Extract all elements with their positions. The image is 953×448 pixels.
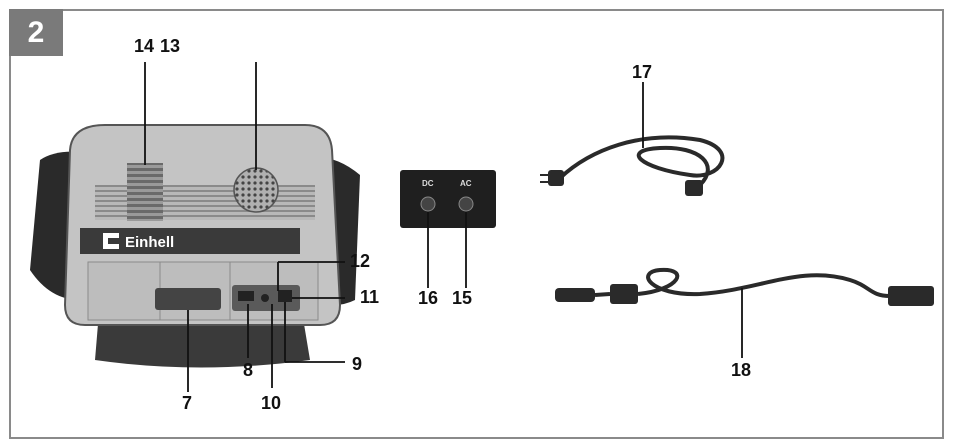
- ac-power-cable: [540, 135, 725, 196]
- mains-plug: [548, 170, 564, 186]
- figure-number-badge: 2: [9, 9, 63, 56]
- handle-recess: [155, 288, 221, 310]
- socket-panel: DC AC: [400, 170, 496, 228]
- dc-socket: [420, 196, 436, 212]
- leader-lines: [144, 62, 743, 392]
- callout-9: 9: [352, 354, 363, 374]
- socket-ac-label: AC: [460, 179, 472, 188]
- cigarette-lighter-plug: [555, 288, 595, 302]
- callout-12: 12: [350, 251, 371, 271]
- callout-8: 8: [243, 360, 254, 380]
- callout-13: 13: [160, 36, 181, 56]
- callout-10: 10: [261, 393, 282, 413]
- power-socket: [238, 291, 254, 301]
- dc-car-cable: [555, 267, 934, 306]
- cooler-body: Einhell: [63, 124, 342, 326]
- ac-socket: [458, 196, 474, 212]
- temperature-switch: [278, 290, 292, 302]
- ventilation-grille: [127, 163, 163, 221]
- mode-switch: [261, 294, 269, 302]
- ac-connector: [685, 180, 703, 196]
- socket-dc-label: DC: [422, 179, 434, 188]
- callout-7: 7: [182, 393, 193, 413]
- fan-grille: [233, 167, 279, 213]
- callout-17: 17: [632, 62, 653, 82]
- callout-15: 15: [452, 288, 473, 308]
- brand-logo-text: Einhell: [125, 234, 174, 251]
- callout-11: 11: [360, 287, 380, 307]
- figure-frame: [9, 9, 944, 439]
- callout-18: 18: [731, 360, 752, 380]
- callout-14: 14: [134, 36, 155, 56]
- callout-16: 16: [418, 288, 439, 308]
- dc-connector: [888, 286, 934, 306]
